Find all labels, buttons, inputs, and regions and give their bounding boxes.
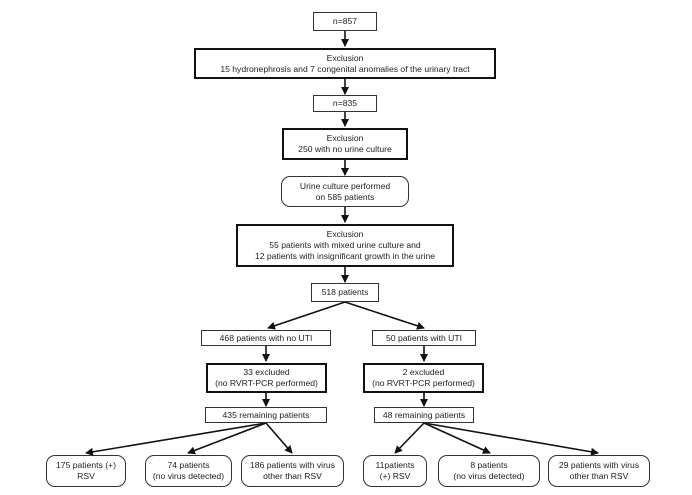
node-text-line: n=835 (332, 98, 358, 108)
node-right-no-virus: 8 patients(no virus detected) (438, 455, 540, 487)
node-text-line: Urine culture performed (299, 180, 391, 191)
node-text-line: (no virus detected) (152, 471, 225, 481)
node-text-line: on 585 patients (315, 191, 375, 202)
node-text-line: 74 patients (167, 460, 210, 470)
node-text-line: 435 remaining patients (222, 409, 310, 420)
node-right-rsv-positive: 11patients(+) RSV (363, 455, 427, 487)
node-text-line: (+) RSV (379, 471, 411, 481)
node-text-line: 8 patients (470, 460, 508, 470)
arrow-rem-left-other (265, 422, 293, 454)
node-excluded-no-pcr-right: 2 excluded(no RVRT-PCR performed) (363, 363, 484, 393)
arrow-p518-uti (344, 301, 425, 330)
node-text-line: 15 hydronephrosis and 7 congenital anoma… (220, 63, 470, 74)
node-text-line: (no RVRT-PCR performed) (215, 378, 318, 388)
node-text-line: 29 patients with virus (558, 460, 640, 470)
node-text-line: (no RVRT-PCR performed) (372, 378, 475, 388)
node-text-line: other than RSV (263, 471, 322, 481)
node-text-line: 468 patients with no UTI (219, 332, 313, 343)
node-left-no-virus: 74 patients(no virus detected) (145, 455, 232, 487)
node-text-line: n=857 (332, 16, 358, 26)
node-text-line: other than RSV (569, 471, 629, 481)
node-after-exclusion-1: n=835 (313, 95, 377, 112)
node-text-line: 2 excluded (402, 367, 445, 377)
arrow-rem-left-novirus (187, 422, 267, 455)
node-text-line: Exclusion (326, 229, 364, 239)
node-remaining-left: 435 remaining patients (205, 407, 327, 423)
arrow-rem-right-rsv (394, 422, 425, 454)
node-uti: 50 patients with UTI (372, 330, 476, 346)
arrow-p518-no-uti (267, 301, 346, 330)
node-remaining-right: 48 remaining patients (374, 407, 474, 423)
node-text-line: RSV (77, 471, 95, 481)
node-text-line: 33 excluded (243, 367, 290, 377)
node-text-line: 11patients (375, 460, 415, 470)
node-518-patients: 518 patients (311, 283, 379, 302)
node-text-line: 50 patients with UTI (386, 332, 462, 343)
node-text-line: (no virus detected) (453, 471, 525, 481)
node-excluded-no-pcr-left: 33 excluded(no RVRT-PCR performed) (206, 363, 327, 393)
node-text-line: 48 remaining patients (382, 409, 466, 420)
node-text-line: 55 patients with mixed urine culture and (269, 240, 421, 250)
node-text-line: 186 patients with virus (249, 460, 336, 470)
node-text-line: Exclusion (326, 133, 364, 143)
node-text-line: 175 patients (+) (56, 460, 116, 470)
arrow-rem-right-other (423, 422, 599, 456)
node-text-line: 12 patients with insignificant growth in… (254, 251, 436, 261)
node-start-total: n=857 (313, 12, 377, 31)
node-text-line: 518 patients (321, 287, 369, 297)
node-left-rsv-positive: 175 patients (+)RSV (46, 455, 126, 487)
node-no-uti: 468 patients with no UTI (201, 330, 331, 346)
node-text-line: 250 with no urine culture (298, 144, 392, 154)
node-text-line: Exclusion (326, 52, 364, 63)
arrow-rem-right-novirus (423, 422, 491, 454)
arrow-rem-left-rsv (85, 422, 267, 456)
